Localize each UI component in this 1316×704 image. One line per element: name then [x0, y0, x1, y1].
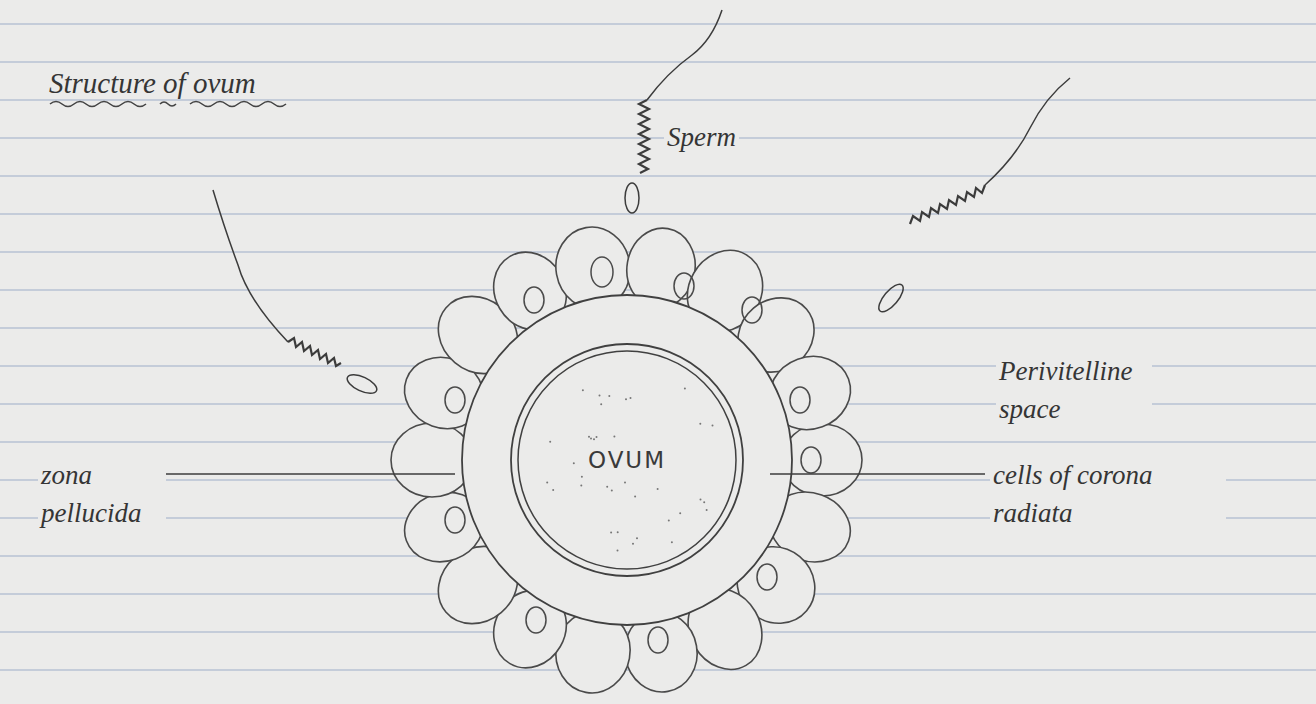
perivitelline-label: Perivitelline space: [996, 352, 1152, 428]
zona-pellucida: [462, 295, 792, 625]
sperm-label: Sperm: [664, 118, 739, 156]
node-text-holder: OVUM: [508, 447, 746, 473]
ruled-lines: [0, 24, 1316, 670]
sperm-cells: [213, 10, 1070, 397]
wavy-underline: [50, 102, 286, 107]
diagram-title: Structure of ovum: [46, 64, 259, 102]
cell-name: OVUM: [508, 447, 746, 473]
cell-nuclei: [445, 257, 821, 653]
corona-cells: [391, 221, 862, 699]
ovum-cell: OVUM: [508, 341, 746, 579]
zona-label: zona pellucida: [38, 456, 166, 532]
corona-label: cells of corona radiata: [990, 456, 1226, 532]
